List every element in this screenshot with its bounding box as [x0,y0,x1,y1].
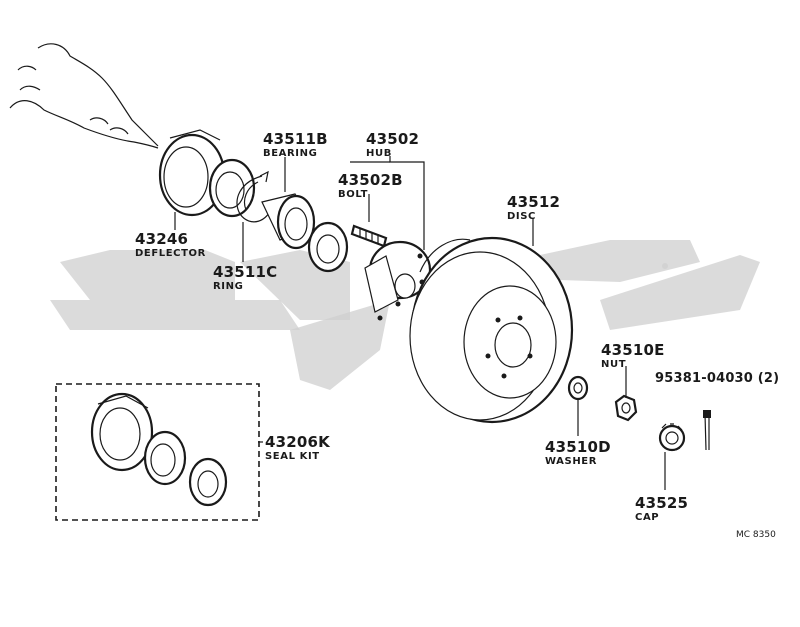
part-number: 43502 [366,130,419,148]
label-ring: 43511C RING [213,263,277,292]
pointing-hand-icon [9,43,159,149]
cap-part[interactable] [658,423,686,452]
outer-seal-part[interactable] [307,221,349,273]
cotter-pin-part[interactable] [703,410,711,451]
part-name: DISC [507,211,536,222]
part-number: 43511B [263,130,328,148]
bearing-part[interactable] [261,193,316,250]
seal-kit-box[interactable] [55,383,260,521]
part-name: SEAL KIT [265,451,320,462]
label-deflector: 43246 DEFLECTOR [135,230,206,259]
part-number: 43502B [338,171,403,189]
part-name: RING [213,281,243,292]
label-nut: 43510E NUT [601,341,665,370]
label-bearing: 43511B BEARING [263,130,328,159]
brake-disc-part[interactable] [409,236,574,424]
nut-part[interactable] [614,394,638,422]
inner-race-part[interactable] [208,158,256,218]
label-bolt: 43502B BOLT [338,171,403,200]
part-number: 43510D [545,438,611,456]
label-seal-kit: 43206K SEAL KIT [265,433,331,462]
label-disc: 43512 DISC [507,193,560,222]
part-number: 43525 [635,494,688,512]
part-name: BEARING [263,148,317,159]
part-number: 43512 [507,193,560,211]
washer-part[interactable] [567,375,589,401]
part-number: 43206K [265,433,331,451]
leader-lines [174,156,666,490]
hub-part[interactable] [364,240,432,321]
part-name: WASHER [545,456,597,467]
part-name: CAP [635,512,659,523]
part-name: HUB [366,148,392,159]
part-number: 43510E [601,341,665,359]
part-name: NUT [601,359,626,370]
label-washer: 43510D WASHER [545,438,611,467]
part-name: BOLT [338,189,368,200]
deflector-part[interactable] [158,129,226,217]
hub-bolt-part[interactable] [350,224,388,248]
part-number: 43511C [213,263,277,281]
part-number: 95381-04030 (2) [655,371,779,386]
label-pin: 95381-04030 (2) [655,371,779,386]
snap-ring-part[interactable] [236,170,273,223]
label-hub: 43502 HUB [366,130,419,159]
diagram-code: MC 8350 [736,530,776,540]
part-number: 43246 [135,230,188,248]
label-cap: 43525 CAP [635,494,688,523]
part-name: DEFLECTOR [135,248,206,259]
watermark-logo [50,240,760,390]
